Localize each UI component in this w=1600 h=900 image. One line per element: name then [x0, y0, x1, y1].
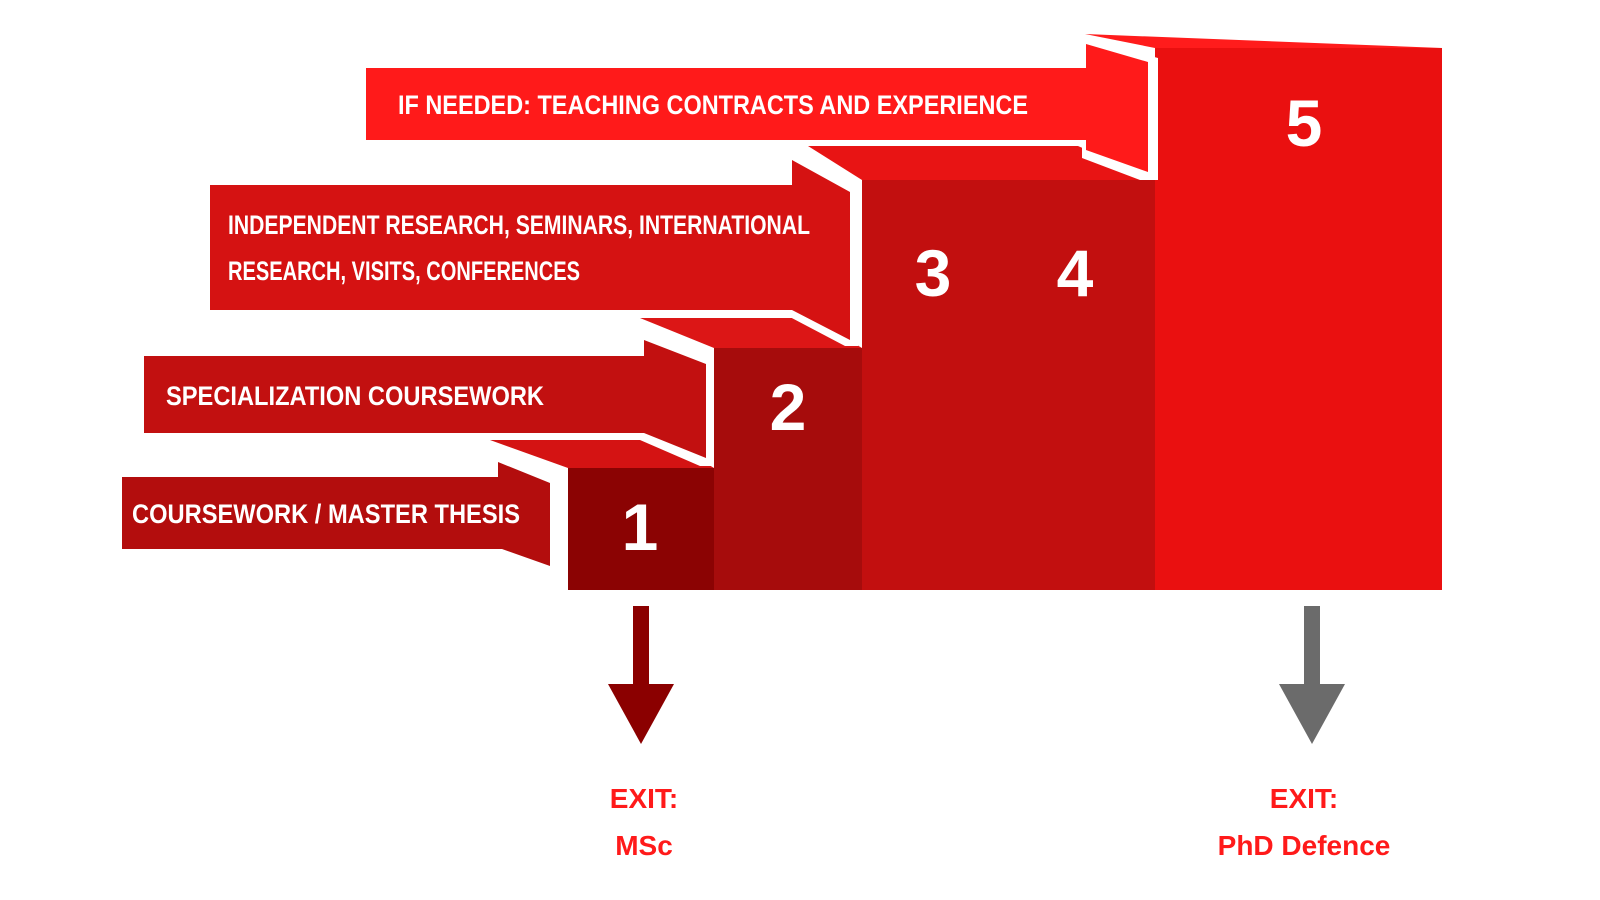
step-3-label-line-2: RESEARCH, VISITS, CONFERENCES — [228, 256, 580, 286]
exit-phd-title: EXIT: — [1270, 783, 1338, 814]
exit-msc-subtitle: MSc — [615, 830, 673, 861]
banners — [122, 38, 1158, 568]
step-3-4-top — [808, 146, 1155, 180]
step-number-1: 1 — [622, 490, 659, 564]
step-numbers: 1 2 3 4 5 — [622, 86, 1323, 564]
banner-2 — [144, 336, 714, 466]
step-number-2: 2 — [770, 370, 807, 444]
banner-4 — [366, 38, 1158, 180]
step-3-4-block — [862, 180, 1155, 590]
step-5-top — [1085, 34, 1442, 48]
step-2-block — [714, 348, 862, 590]
step-1-label: COURSEWORK / MASTER THESIS — [132, 499, 520, 529]
step-number-5: 5 — [1286, 86, 1323, 160]
step-1-block — [568, 468, 714, 590]
banner-2-shape — [144, 340, 706, 458]
step-5-block — [1155, 48, 1442, 590]
banner-labels: COURSEWORK / MASTER THESIS SPECIALIZATIO… — [132, 90, 1028, 529]
exit-msc-title: EXIT: — [610, 783, 678, 814]
step-5-label: IF NEEDED: TEACHING CONTRACTS AND EXPERI… — [398, 90, 1028, 120]
banner-1 — [122, 458, 556, 568]
banner-1-shape — [122, 462, 550, 566]
step-2-label: SPECIALIZATION COURSEWORK — [166, 381, 544, 411]
step-number-3: 3 — [915, 236, 952, 310]
staircase — [490, 34, 1442, 590]
banner-3 — [210, 154, 858, 346]
step-3-label-line-1: INDEPENDENT RESEARCH, SEMINARS, INTERNAT… — [228, 210, 810, 240]
down-arrow-icon — [608, 606, 674, 744]
exit-msc: EXIT: MSc — [608, 606, 678, 861]
banner-4-shape — [366, 44, 1148, 172]
banner-3-shape — [210, 160, 850, 340]
step-number-4: 4 — [1057, 236, 1094, 310]
down-arrow-icon — [1279, 606, 1345, 744]
exit-phd: EXIT: PhD Defence — [1218, 606, 1391, 861]
exit-phd-subtitle: PhD Defence — [1218, 830, 1391, 861]
